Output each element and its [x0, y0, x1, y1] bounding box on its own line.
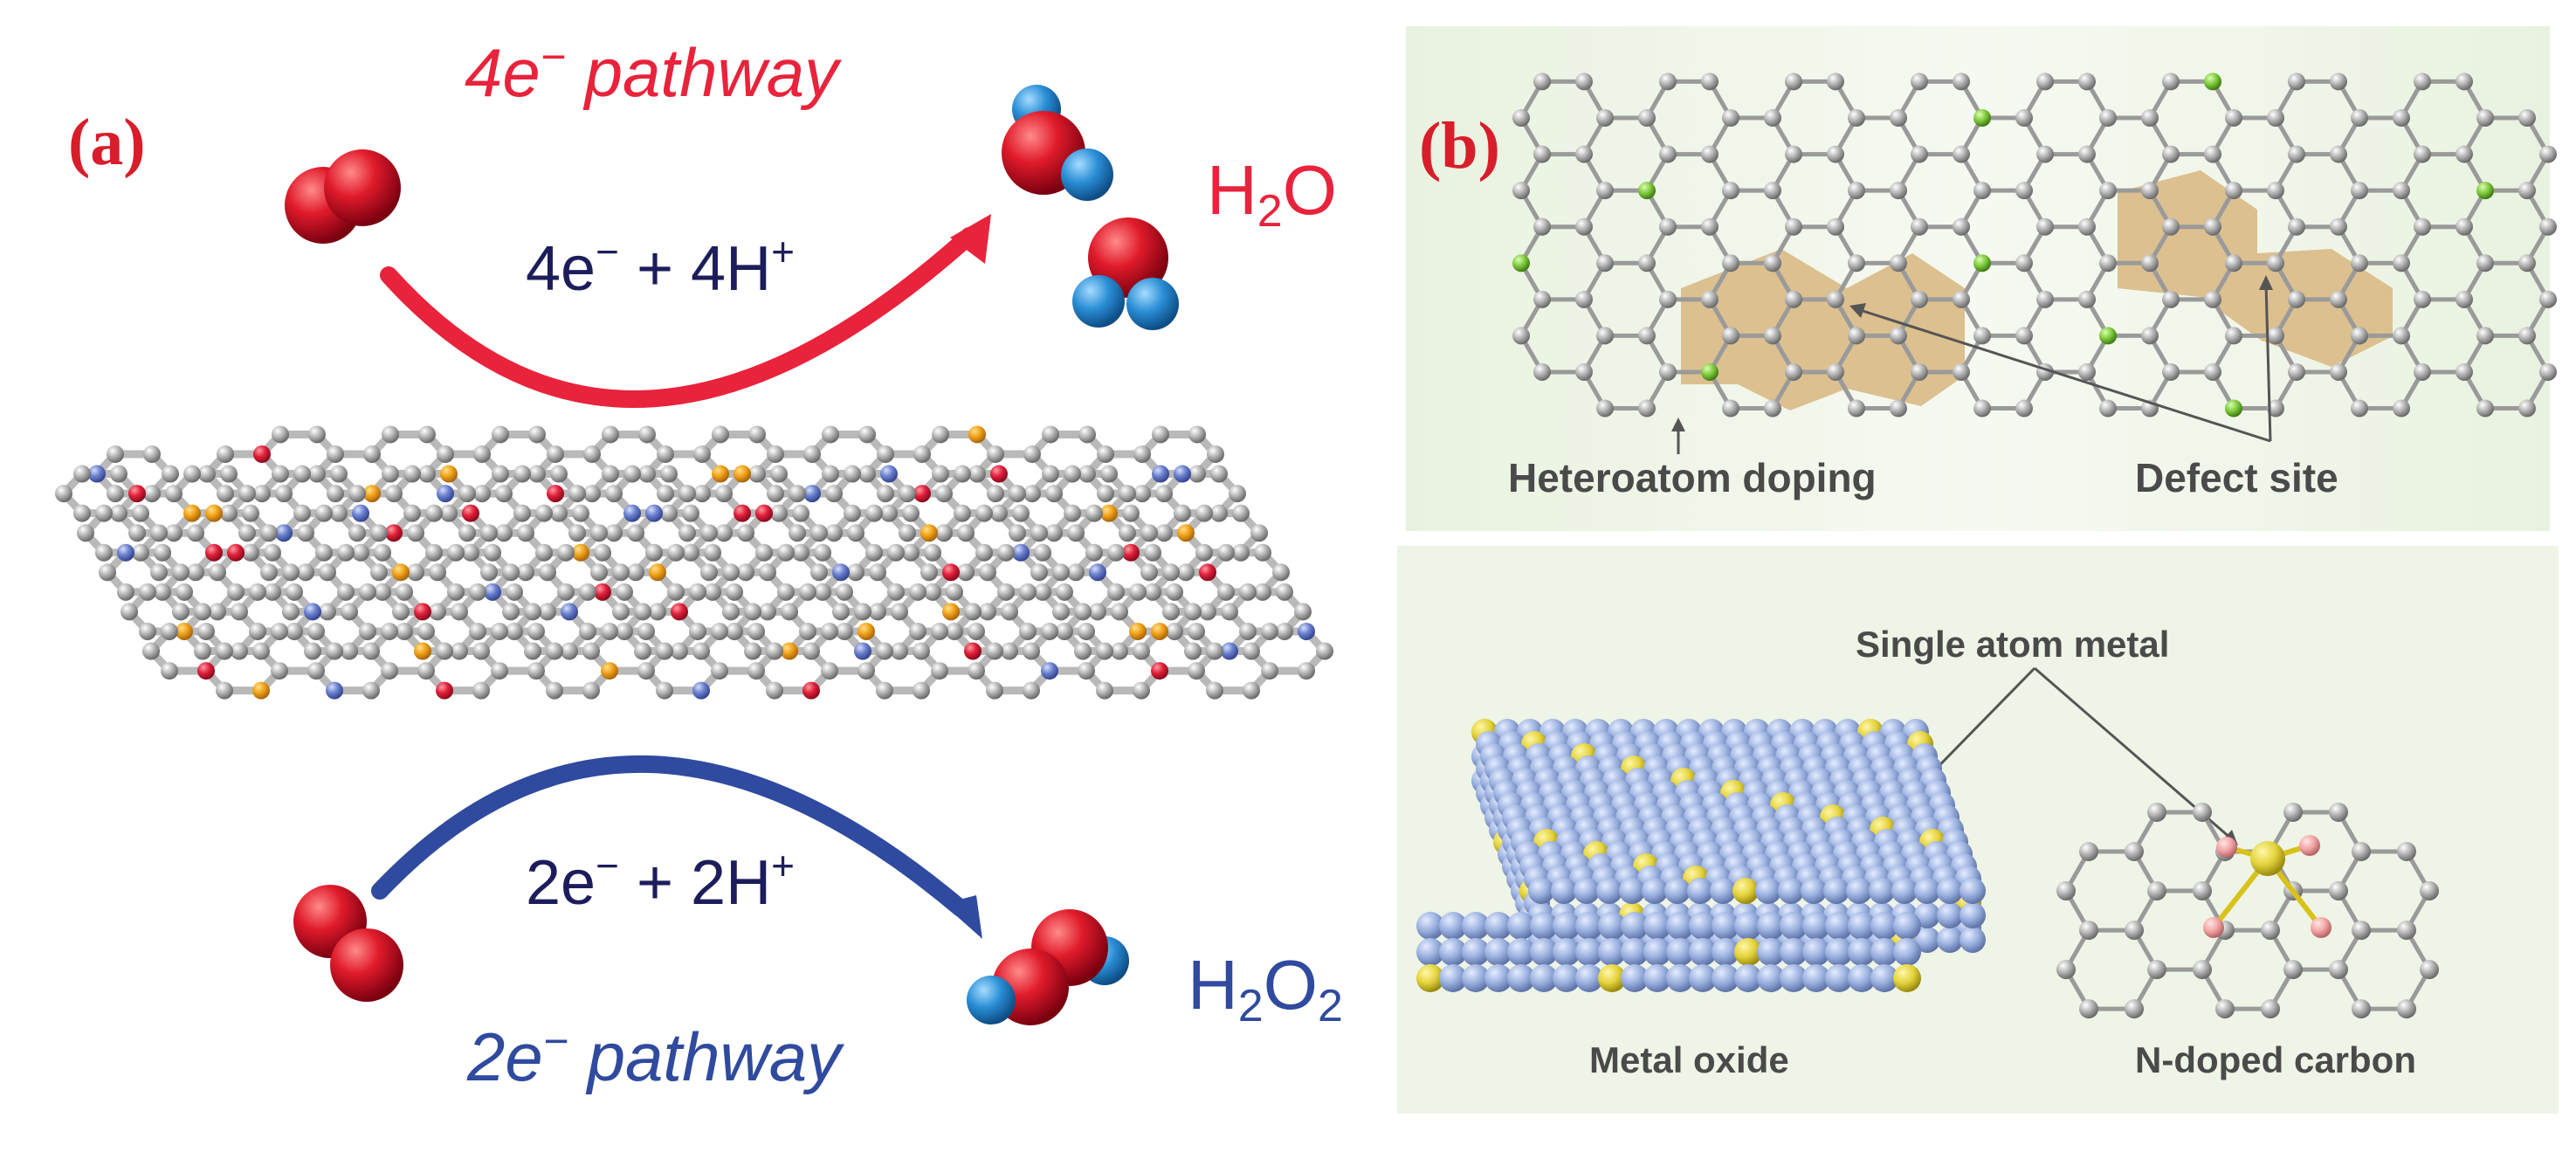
bottom-equation: 2e− + 2H+ — [526, 843, 795, 918]
defect-pointer-left — [1859, 308, 2271, 443]
top-pathway-label: 4e− pathway — [465, 32, 842, 111]
heteroatom-doping-label: Heteroatom doping — [1508, 455, 1877, 500]
graphene-sheet-icon — [55, 425, 1333, 700]
bottom-pathway-label: 2e− pathway — [466, 1017, 844, 1095]
defect-region-right — [2118, 170, 2393, 367]
o2-molecule-icon-bottom — [293, 885, 403, 1002]
defect-pointer-right — [2264, 283, 2272, 442]
h2o2-molecule-icon — [967, 909, 1129, 1025]
four-electron-arrow — [380, 227, 978, 409]
h2o-molecule-icon — [1002, 85, 1113, 201]
four-electron-arrowhead — [950, 214, 991, 264]
metal-oxide-slab-icon — [1416, 719, 1986, 992]
panel-a-letter: (a) — [68, 106, 146, 179]
o2-molecule-icon — [285, 149, 401, 244]
n-doped-carbon-lattice — [2056, 802, 2439, 1019]
h2o2-label: H2O2 — [1188, 946, 1343, 1031]
h2o-molecule-icon-2 — [1072, 217, 1179, 330]
metal-oxide-label: Metal oxide — [1589, 1039, 1789, 1080]
h2o-label: H2O — [1207, 151, 1337, 237]
panel-b-top: (b) Heteroatom doping Defect site — [1406, 26, 2557, 531]
two-electron-arrowhead — [943, 895, 982, 939]
n-doped-carbon-label: N-doped carbon — [2135, 1039, 2416, 1080]
panel-a: (a) 4e− pathway 4e− + 4H+ H2O — [55, 32, 1343, 1095]
two-electron-arrow — [371, 755, 969, 917]
defect-site-label: Defect site — [2135, 455, 2338, 500]
single-atom-metal-label: Single atom metal — [1856, 624, 2169, 665]
panel-b-letter: (b) — [1419, 109, 1500, 183]
graphene-lattice-top — [1512, 72, 2557, 417]
defect-region-left — [1681, 249, 1965, 410]
top-equation: 4e− + 4H+ — [526, 229, 795, 304]
panel-b-bottom: Single atom metal Metal oxide N-doped ca… — [1397, 546, 2559, 1114]
single-metal-atom — [2250, 841, 2285, 876]
